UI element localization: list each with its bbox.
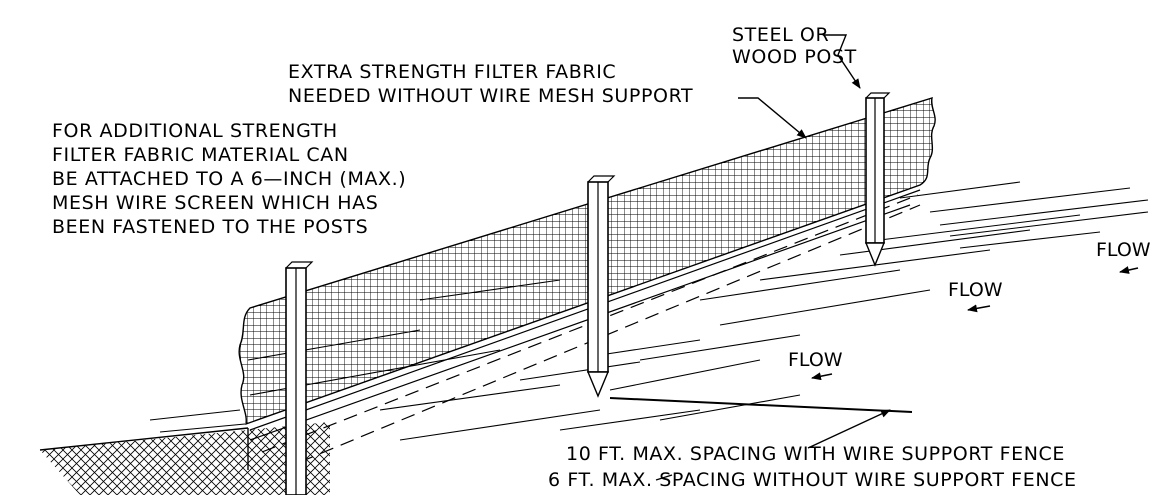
post-label-line-2: WOOD POST (732, 46, 857, 68)
flow-label: FLOW (1096, 239, 1150, 261)
fabric-label-line-1: EXTRA STRENGTH FILTER FABRIC (288, 61, 616, 83)
fabric-leader (738, 97, 807, 139)
flow-arrow-icon (811, 372, 833, 381)
flow-label: FLOW (788, 349, 843, 371)
flow-arrow-icon (967, 304, 991, 313)
post-label: STEEL OR WOOD POST (732, 24, 857, 68)
spacing-note: 10 FT. MAX. SPACING WITH WIRE SUPPORT FE… (548, 443, 1077, 491)
post-leader (824, 34, 861, 89)
strength-note-line-5: BEEN FASTENED TO THE POSTS (52, 216, 368, 238)
spacing-note-line-1: 10 FT. MAX. SPACING WITH WIRE SUPPORT FE… (566, 443, 1065, 465)
flow-label: FLOW (948, 279, 1003, 301)
spacing-leader (609, 397, 913, 413)
spacing-arrow-2 (655, 474, 673, 481)
post-middle (586, 175, 616, 398)
strength-note: FOR ADDITIONAL STRENGTH FILTER FABRIC MA… (52, 120, 413, 238)
ground-lines (149, 181, 1149, 441)
post-label-line-1: STEEL OR (732, 24, 829, 46)
strength-note-line-4: MESH WIRE SCREEN WHICH HAS (52, 192, 378, 214)
strength-note-line-3: BE ATTACHED TO A 6—INCH (MAX.) (52, 168, 406, 190)
flow-indicator-1: FLOW (1096, 239, 1150, 274)
spacing-note-line-2: 6 FT. MAX. SPACING WITHOUT WIRE SUPPORT … (548, 469, 1077, 491)
flow-arrow-icon (1119, 266, 1139, 274)
post-right (864, 92, 891, 267)
post-left (285, 261, 314, 495)
strength-note-line-2: FILTER FABRIC MATERIAL CAN (52, 144, 349, 166)
spacing-arrow (807, 409, 891, 449)
flow-indicator-2: FLOW (948, 279, 1003, 313)
filter-fabric (238, 96, 936, 441)
flow-indicator-3: FLOW (788, 349, 843, 381)
fabric-label-line-2: NEEDED WITHOUT WIRE MESH SUPPORT (288, 85, 693, 107)
fabric-label: EXTRA STRENGTH FILTER FABRIC NEEDED WITH… (288, 61, 693, 107)
strength-note-line-1: FOR ADDITIONAL STRENGTH (52, 120, 338, 142)
